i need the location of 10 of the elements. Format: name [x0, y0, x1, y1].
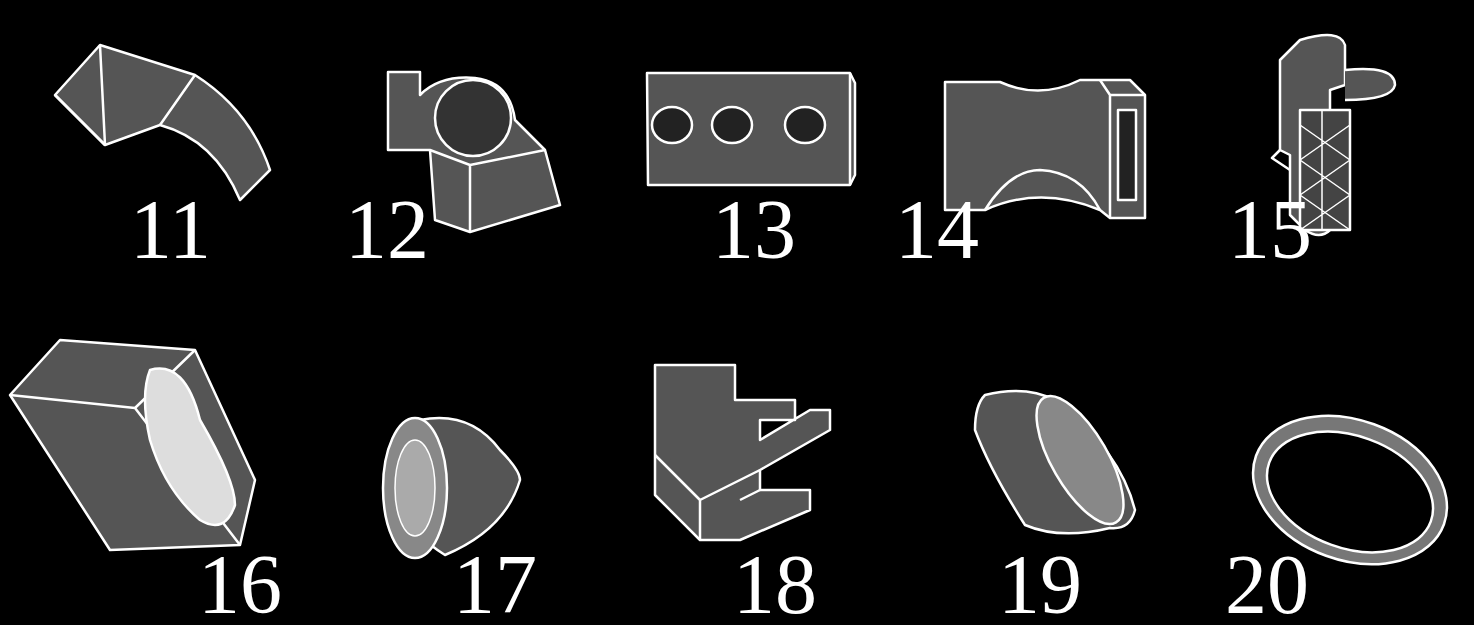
figure-number: 15 [1228, 188, 1312, 272]
figure-number: 16 [198, 543, 282, 625]
figure-number: 18 [733, 543, 817, 625]
figure-number: 12 [345, 188, 429, 272]
figure-number: 14 [895, 188, 979, 272]
figure-number: 19 [998, 543, 1082, 625]
figure-number: 17 [453, 543, 537, 625]
figure-number: 11 [130, 188, 211, 272]
figure-number: 13 [712, 188, 796, 272]
figure-number: 20 [1225, 543, 1309, 625]
